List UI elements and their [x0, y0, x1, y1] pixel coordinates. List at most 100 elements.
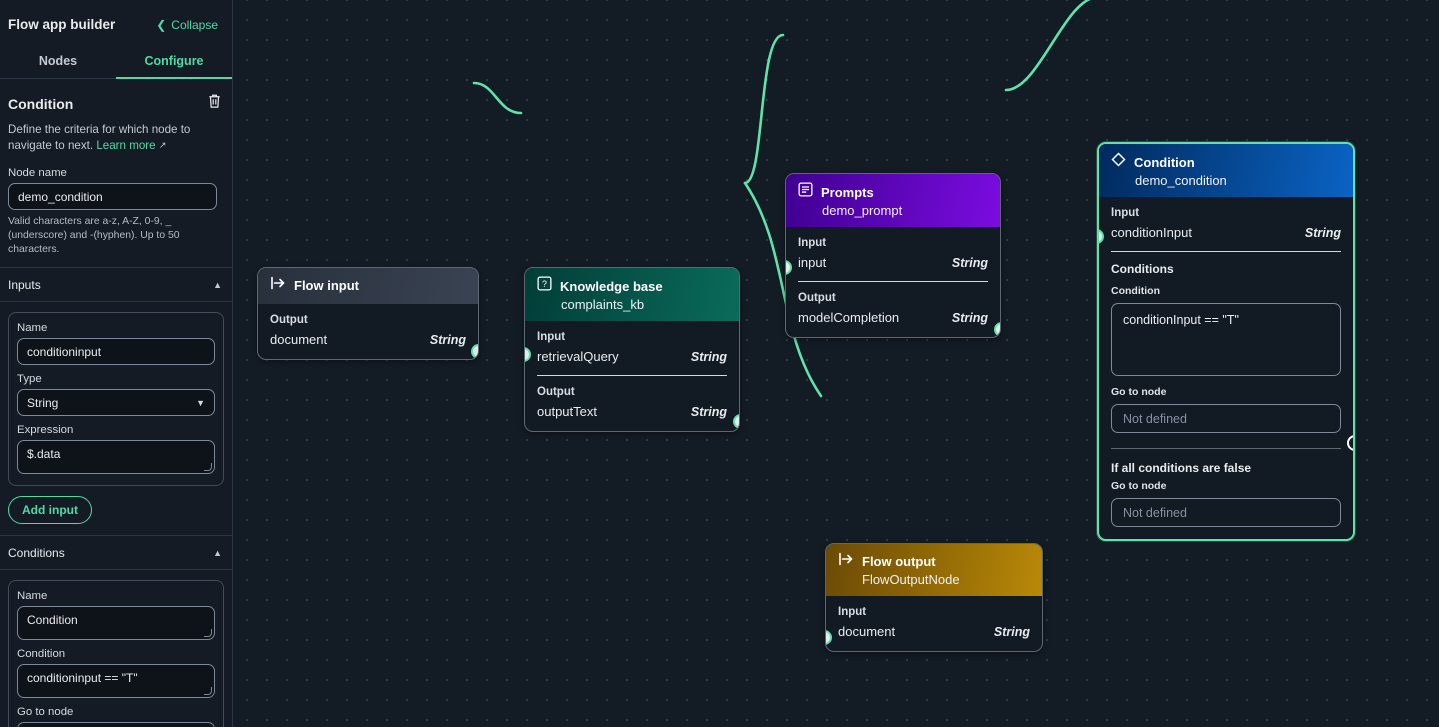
- tab-configure[interactable]: Configure: [116, 46, 232, 79]
- node-prompts[interactable]: Prompts demo_prompt Input input String O…: [785, 173, 1001, 338]
- config-description-text: Define the criteria for which node to na…: [8, 123, 191, 152]
- node-title: Flow input: [294, 278, 359, 293]
- node-subtitle: complaints_kb: [561, 297, 645, 312]
- input-name: input: [798, 255, 827, 270]
- node-knowledge-base[interactable]: ? Knowledge base complaints_kb Input ret…: [524, 267, 740, 432]
- condition-name-label: Name: [17, 590, 48, 603]
- flow-input-icon: [270, 276, 286, 295]
- input-name-field[interactable]: [17, 338, 215, 366]
- input-type-select[interactable]: [17, 389, 215, 417]
- input-expression-field[interactable]: $.data: [17, 440, 215, 475]
- goto-node-field[interactable]: Not defined: [1111, 404, 1341, 433]
- chevron-left-icon: ❮: [156, 17, 167, 32]
- node-name-hint: Valid characters are a-z, A-Z, 0-9, _ (u…: [8, 216, 180, 256]
- output-type: String: [429, 333, 466, 347]
- sidebar-tabs: Nodes Configure: [0, 46, 232, 79]
- node-subtitle: FlowOutputNode: [862, 572, 960, 587]
- input-type: String: [993, 625, 1030, 639]
- condition-sub-label: Condition: [1111, 285, 1160, 297]
- input-type: String: [951, 256, 988, 270]
- condition-goto-field[interactable]: [17, 722, 215, 727]
- condition-expression-field[interactable]: conditioninput == "T": [17, 664, 215, 699]
- condition-expression-label: Condition: [17, 648, 66, 661]
- node-header: Condition demo_condition: [1099, 144, 1353, 197]
- divider: [1111, 448, 1341, 449]
- edge-prompts-to-condition: [1004, 0, 1091, 92]
- learn-more-link[interactable]: Learn more: [96, 138, 156, 152]
- flow-output-icon: [838, 552, 854, 571]
- output-name: outputText: [537, 404, 597, 419]
- output-label: Output: [798, 292, 836, 304]
- input-name: document: [838, 624, 896, 639]
- else-label: If all conditions are false: [1111, 461, 1252, 475]
- output-label: Output: [537, 386, 575, 398]
- node-header: Flow output FlowOutputNode: [826, 544, 1042, 596]
- node-title: Prompts: [821, 184, 874, 200]
- divider: [798, 281, 988, 282]
- node-name-label: Node name: [8, 167, 67, 180]
- edge-kb-to-prompts: [743, 33, 785, 185]
- output-handle-outputtext[interactable]: [733, 414, 739, 429]
- output-name: modelCompletion: [798, 310, 900, 325]
- node-subtitle: demo_condition: [1135, 173, 1227, 188]
- node-title: Condition: [1134, 154, 1195, 170]
- node-name-input[interactable]: [8, 183, 217, 211]
- input-label: Input: [798, 237, 827, 249]
- divider: [537, 375, 727, 376]
- diamond-icon: [1111, 152, 1126, 172]
- edge-flowinput-to-kb: [472, 81, 523, 115]
- input-label: Input: [838, 606, 867, 618]
- collapse-button[interactable]: ❮ Collapse: [156, 18, 218, 32]
- config-description: Define the criteria for which node to na…: [0, 114, 232, 153]
- input-name: retrievalQuery: [537, 349, 619, 364]
- chevron-up-icon: ▲: [213, 548, 222, 559]
- config-section-title: Condition: [8, 95, 74, 112]
- condition-name-field[interactable]: Condition: [17, 606, 215, 641]
- input-expression-label: Expression: [17, 424, 74, 437]
- conditions-accordion-label: Conditions: [8, 546, 65, 561]
- chevron-up-icon: ▲: [213, 280, 222, 291]
- else-goto-label: Go to node: [1111, 480, 1167, 492]
- output-handle-modelcompletion[interactable]: [994, 322, 1000, 337]
- node-subtitle: demo_prompt: [822, 203, 903, 218]
- inputs-accordion-label: Inputs: [8, 278, 41, 293]
- goto-label: Go to node: [1111, 386, 1167, 398]
- prompt-icon: [798, 182, 813, 202]
- add-input-button[interactable]: Add input: [8, 496, 92, 525]
- flow-canvas[interactable]: Flow input Output document String: [233, 0, 1439, 727]
- edge-kb-to-flowoutput: [743, 181, 823, 398]
- trash-icon[interactable]: [207, 93, 222, 114]
- output-type: String: [951, 311, 988, 325]
- svg-text:?: ?: [542, 279, 547, 289]
- divider: [1111, 251, 1341, 252]
- output-label: Output: [270, 314, 308, 326]
- node-flow-input[interactable]: Flow input Output document String: [257, 267, 479, 360]
- node-flow-output[interactable]: Flow output FlowOutputNode Input documen…: [825, 543, 1043, 652]
- knowledge-base-icon: ?: [537, 276, 552, 296]
- sidebar-header: Flow app builder ❮ Collapse: [0, 0, 232, 32]
- tab-nodes[interactable]: Nodes: [0, 46, 116, 79]
- node-body: Input conditionInput String Conditions C…: [1099, 197, 1353, 539]
- condition-goto-label: Go to node: [17, 706, 74, 719]
- collapse-label: Collapse: [171, 17, 218, 32]
- condition-expression-box[interactable]: conditionInput == "T": [1111, 303, 1341, 376]
- else-goto-node-field[interactable]: Not defined: [1111, 498, 1341, 527]
- output-name: document: [270, 332, 328, 347]
- node-title: Flow output: [862, 554, 936, 569]
- external-link-icon: ↗: [158, 139, 167, 150]
- node-header: Prompts demo_prompt: [786, 174, 1000, 227]
- input-type: String: [690, 350, 727, 364]
- node-header: ? Knowledge base complaints_kb: [525, 268, 739, 321]
- inputs-accordion-header[interactable]: Inputs ▲: [0, 267, 232, 303]
- node-condition[interactable]: Condition demo_condition Input condition…: [1097, 142, 1355, 541]
- input-label: Input: [1111, 207, 1140, 219]
- conditions-accordion-header[interactable]: Conditions ▲: [0, 535, 232, 571]
- node-header: Flow input: [258, 268, 478, 304]
- conditions-label: Conditions: [1111, 262, 1174, 276]
- input-card: Name Type ▼ Expression $.data: [8, 312, 224, 487]
- edge-layer: [472, 0, 1091, 398]
- input-name: conditionInput: [1111, 225, 1192, 240]
- node-body: Input document String: [826, 596, 1042, 651]
- output-handle-document[interactable]: [471, 344, 478, 359]
